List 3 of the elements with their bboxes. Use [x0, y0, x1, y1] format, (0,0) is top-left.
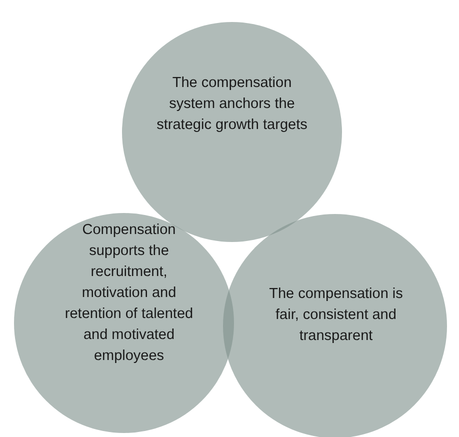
circle-label: Compensation supports the recruitment, motivation and retention of talented and motivated employees: [64, 221, 194, 366]
circle-label: The compensation system anchors the strategic growth targets: [156, 74, 308, 135]
circle-label: The compensation is fair, consistent and transparent: [268, 285, 404, 346]
